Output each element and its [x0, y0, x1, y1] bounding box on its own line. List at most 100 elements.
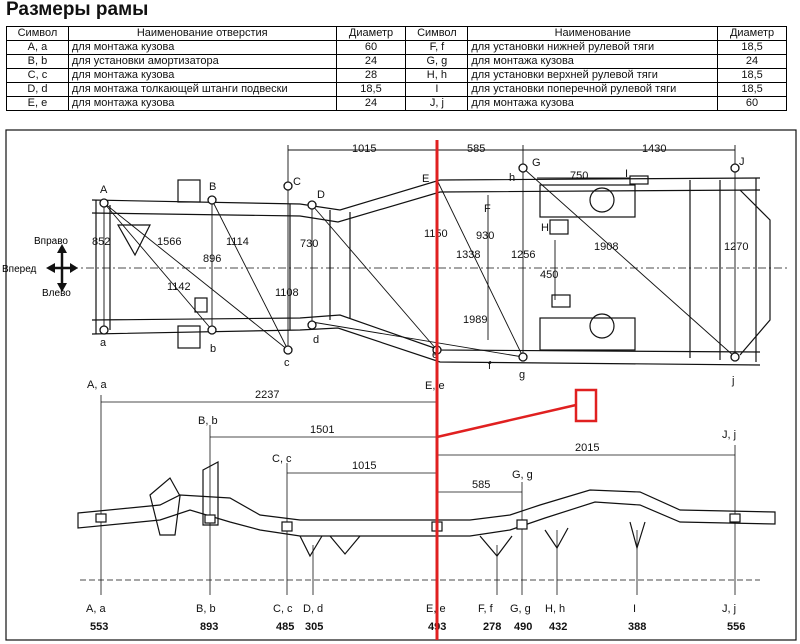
dim-line-1142 [103, 202, 289, 351]
letter-f: f [488, 360, 492, 372]
hole-j [730, 352, 740, 362]
dim-1256: 1256 [511, 249, 535, 261]
dim-930: 930 [476, 230, 494, 242]
label-forward: Вперед [2, 264, 37, 275]
cell-symbol: J, j [405, 96, 469, 111]
hole-d [307, 320, 317, 330]
dim-1015: 1015 [352, 460, 376, 472]
hole-B [207, 195, 217, 205]
side-label-Bb: B, b [198, 415, 218, 427]
letter-h: h [509, 172, 515, 184]
dim-line-1566 [103, 202, 213, 331]
letter-J: J [739, 156, 745, 168]
front-bracket-upper [177, 179, 201, 203]
cell-diameter: 60 [717, 96, 787, 111]
bracket-I-lower [629, 521, 646, 551]
dim-585: 585 [472, 479, 490, 491]
bracket-lower-2 [329, 535, 361, 555]
bottom-value-I: 388 [628, 621, 646, 633]
letter-C: C [293, 176, 301, 188]
shock-tower [202, 461, 219, 526]
table-row: C, c для монтажа кузова 28 H, h для уста… [6, 68, 787, 83]
front-triangle [116, 224, 151, 257]
bottom-label-Gg: G, g [510, 603, 531, 615]
dim-750: 750 [570, 170, 588, 182]
letter-D: D [317, 189, 325, 201]
letter-g: g [519, 369, 525, 381]
arrow-right-icon [70, 263, 78, 273]
bottom-values: 553 893 485 305 493 278 490 432 388 556 [90, 621, 745, 633]
dim-450: 450 [540, 269, 558, 281]
dim-852: 852 [92, 236, 110, 248]
side-hole-G [516, 519, 528, 530]
dim-2237: 2237 [255, 389, 279, 401]
rear-bracket-lower [539, 317, 636, 351]
arrow-up-icon [57, 244, 67, 253]
bottom-label-Dd: D, d [303, 603, 323, 615]
dim-1338: 1338 [456, 249, 480, 261]
dim-line-1908 [522, 167, 736, 358]
frame-side-profile [77, 489, 776, 537]
bracket-h2 [551, 294, 571, 308]
rear-mount-lower [589, 313, 615, 339]
drawing-border [5, 129, 797, 641]
top-view-dim-labels: 1015 585 1430 750 852 1566 896 1114 730 … [92, 143, 748, 326]
rear-x-brace [739, 189, 771, 356]
cell-name: для установки верхней рулевой тяги [467, 68, 719, 83]
bottom-value-Ff: 278 [483, 621, 501, 633]
bottom-label-Jj: J, j [722, 603, 736, 615]
bottom-label-Cc: C, c [273, 603, 293, 615]
letter-B: B [209, 181, 216, 193]
dim-1108: 1108 [275, 287, 299, 299]
dim-1989: 1989 [463, 314, 487, 326]
cell-name: для монтажа кузова [467, 96, 719, 111]
rear-mount-upper [589, 187, 615, 213]
bottom-label-Hh: H, h [545, 603, 565, 615]
letter-a: a [100, 337, 107, 349]
bottom-label-Bb: B, b [196, 603, 216, 615]
table-row: B, b для установки амортизатора 24 G, g … [6, 54, 787, 69]
upper-rail-inner [91, 189, 761, 223]
cell-diameter: 24 [335, 54, 407, 69]
bottom-label-Ff: F, f [478, 603, 494, 615]
cell-name: для монтажа кузова [67, 40, 337, 55]
hole-G [518, 163, 528, 173]
bracket-i [629, 175, 649, 185]
hole-A [99, 198, 109, 208]
side-hole-A [95, 513, 107, 523]
side-view [77, 395, 776, 595]
table-row: E, e для монтажа кузова 24 J, j для монт… [6, 96, 787, 111]
hole-a [99, 325, 109, 335]
front-bracket-lower [177, 325, 201, 349]
header-diameter-2: Диаметр [717, 26, 787, 41]
letter-j: j [731, 375, 734, 387]
letter-H: H [541, 222, 549, 234]
cell-diameter: 18,5 [717, 68, 787, 83]
dimensions-table: Символ Наименование отверстия Диаметр Си… [6, 26, 787, 111]
hole-b [207, 325, 217, 335]
rear-bracket-upper [539, 184, 636, 218]
letter-G: G [532, 157, 541, 169]
hole-D [307, 200, 317, 210]
dim-585-top: 585 [467, 143, 485, 155]
table-row: A, a для монтажа кузова 60 F, f для уста… [6, 40, 787, 55]
dim-1015-top: 1015 [352, 143, 376, 155]
bottom-value-Jj: 556 [727, 621, 745, 633]
letter-d: d [313, 334, 319, 346]
bracket-h [549, 219, 569, 235]
dim-896: 896 [203, 253, 221, 265]
header-hole-name: Наименование отверстия [67, 26, 337, 41]
side-label-Gg: G, g [512, 469, 533, 481]
bottom-value-Gg: 490 [514, 621, 532, 633]
hole-c [283, 345, 293, 355]
label-left: Влево [42, 288, 71, 299]
dim-1114: 1114 [226, 236, 249, 248]
dim-2015: 2015 [575, 442, 599, 454]
direction-arrows: Вправо Вперед Влево [2, 236, 78, 299]
bottom-labels: A, a B, b C, c D, d E, e F, f G, g H, h … [86, 603, 736, 615]
letter-e: e [432, 349, 438, 361]
dim-line-1989 [311, 321, 524, 358]
red-annotation [435, 140, 598, 640]
front-spring-bracket [149, 477, 181, 536]
arrow-left-icon [46, 263, 55, 273]
